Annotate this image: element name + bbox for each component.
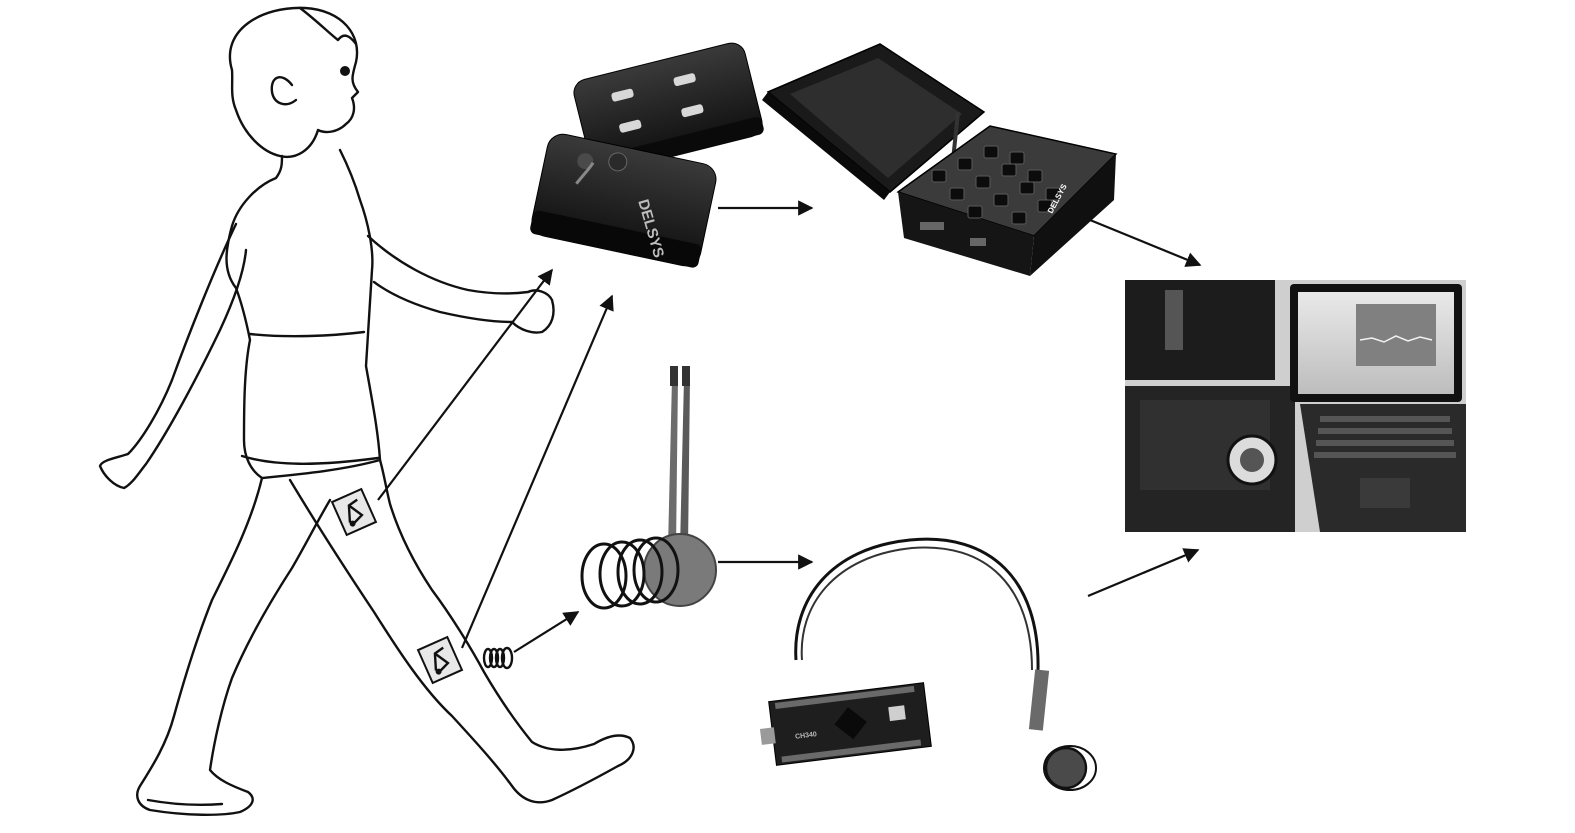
- arrow-board-to-laptop: [1087, 548, 1200, 598]
- arrow-spring-to-coil: [513, 611, 580, 653]
- coil-spring-sensor: [580, 366, 717, 610]
- microcontroller-assembly: CH340: [759, 537, 1097, 791]
- calf-spring-sensor: [482, 646, 514, 670]
- emg-base-station: DELSYS: [762, 43, 1118, 276]
- laptop-setup: [1125, 280, 1466, 532]
- child-back-arm: [98, 222, 248, 490]
- microcontroller-board: CH340: [759, 682, 932, 766]
- arrow-base-to-laptop: [1089, 218, 1202, 267]
- child-head: [228, 6, 360, 159]
- child-waistband: [248, 330, 366, 338]
- child-figure: [98, 6, 635, 816]
- spring-coils: [580, 536, 680, 610]
- shank-emg-sensor: [416, 635, 464, 685]
- base-sensor-unit: DELSYS: [530, 133, 717, 268]
- connection-arrows: [377, 200, 1202, 653]
- arrow-shank-to-emg: [460, 294, 614, 649]
- wireless-emg-sensors: DELSYS: [530, 42, 764, 268]
- board-sensor-pad: [1044, 746, 1088, 790]
- child-front-leg: [288, 458, 635, 804]
- sensor-strip: [668, 378, 678, 548]
- docking-slots: [931, 145, 1061, 225]
- child-front-arm: [366, 234, 555, 334]
- child-back-leg: [136, 476, 332, 816]
- laptop-keyboard: [1300, 404, 1466, 532]
- child-torso: [225, 148, 382, 480]
- arrow-thigh-to-emg: [377, 268, 553, 501]
- sensor-cable: [794, 537, 1040, 671]
- thigh-emg-sensor: [330, 487, 378, 537]
- screen-signal-trace: [1359, 335, 1433, 343]
- child-eye: [340, 66, 350, 76]
- board-chip-label: CH340: [795, 731, 818, 741]
